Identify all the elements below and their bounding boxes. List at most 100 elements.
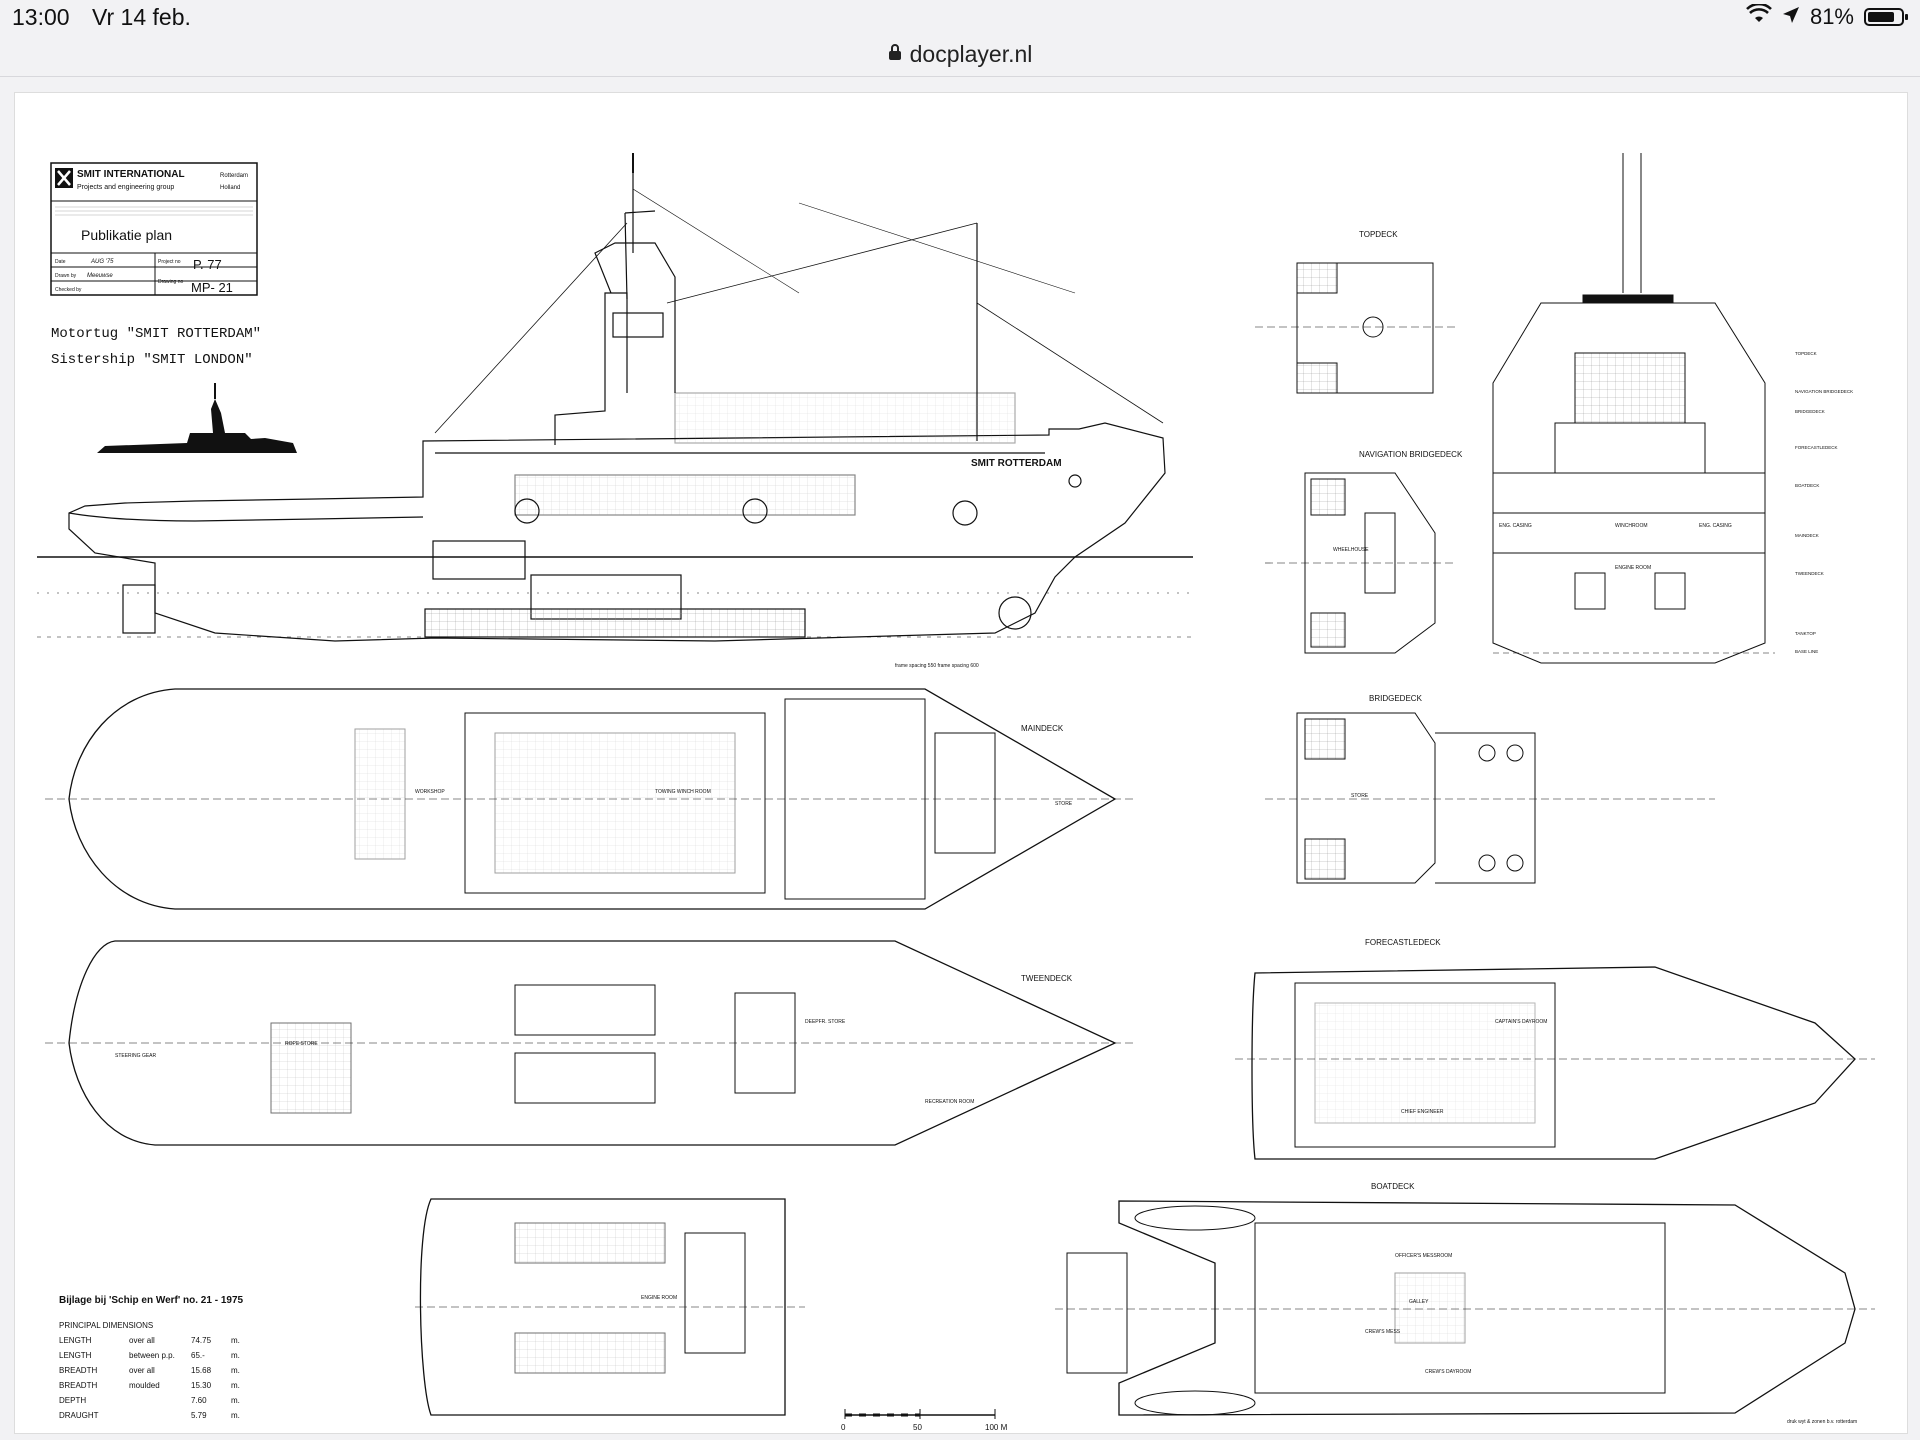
maindeck-store-label: STORE [1055,801,1073,807]
label-bridgedeck: BRIDGEDECK [1369,694,1423,703]
officers-messroom-label: OFFICER'S MESSROOM [1395,1253,1452,1259]
svg-text:NAVIGATION BRIDGEDECK: NAVIGATION BRIDGEDECK [1795,389,1853,394]
ship-title-line1: Motortug "SMIT ROTTERDAM" [51,326,261,342]
eng-casing-label-2: ENG. CASING [1699,523,1732,529]
svg-text:m.: m. [231,1411,240,1420]
tanktop-plan [415,1198,805,1416]
drawn-label: Drawn by [55,273,77,279]
svg-text:m.: m. [231,1336,240,1345]
company-name: SMIT INTERNATIONAL [77,169,185,180]
side-profile-view [37,153,1193,642]
front-elevation-view [1492,153,1775,664]
maindeck-plan [45,688,1135,910]
date-label: Date [55,259,66,265]
status-right: 81% [1746,2,1908,30]
scale-tick-50: 50 [913,1423,922,1432]
boatdeck-plan [1055,1200,1875,1416]
chief-engineer-label: CHIEF ENGINEER [1401,1109,1444,1115]
drawing-label: Drawing no [158,279,184,285]
project-value: P. 77 [193,257,222,272]
smit-logo-icon [55,168,73,188]
svg-text:FORECASTLEDECK: FORECASTLEDECK [1795,445,1838,450]
svg-text:BREADTH: BREADTH [59,1366,97,1375]
svg-text:TWEENDECK: TWEENDECK [1795,571,1824,576]
svg-text:moulded: moulded [129,1381,160,1390]
winchroom-label: WINCHROOM [1615,523,1648,529]
svg-text:m.: m. [231,1396,240,1405]
svg-text:over all: over all [129,1336,155,1345]
rope-store-label: ROPE STORE [285,1041,318,1047]
drawing-value: MP- 21 [191,280,233,295]
svg-text:TOPDECK: TOPDECK [1795,351,1817,356]
scale-bar [844,1409,996,1419]
drawn-value: Meeuwse [87,273,113,279]
svg-text:m.: m. [231,1351,240,1360]
plan-title: Publikatie plan [81,227,172,243]
captains-dayroom-label: CAPTAIN'S DAYROOM [1495,1019,1547,1025]
status-bar: 13:00 Vr 14 feb. 81% [0,0,1920,36]
lock-icon [888,43,902,66]
dimensions-table: LENGTH over all 74.75 m. LENGTH between … [59,1336,240,1420]
towing-winch-room-label: TOWING WINCH ROOM [655,789,711,795]
scale-tick-0: 0 [841,1423,846,1432]
status-date: Vr 14 feb. [92,4,191,30]
svg-text:BRIDGEDECK: BRIDGEDECK [1795,409,1825,414]
frame-spacing-label: frame spacing 550 frame spacing 600 [895,663,979,669]
svg-text:over all: over all [129,1366,155,1375]
title-block: SMIT INTERNATIONAL Projects and engineer… [50,162,258,296]
svg-text:74.75: 74.75 [191,1336,212,1345]
svg-text:65.-: 65.- [191,1351,205,1360]
date-value: AUG '75 [90,259,114,265]
label-forecastledeck: FORECASTLEDECK [1365,938,1441,947]
document-page[interactable]: SMIT INTERNATIONAL Projects and engineer… [14,92,1908,1434]
eng-casing-label-1: ENG. CASING [1499,523,1532,529]
svg-text:between p.p.: between p.p. [129,1351,175,1360]
section-level-labels: TOPDECK NAVIGATION BRIDGEDECK BRIDGEDECK… [1795,351,1853,654]
label-tweendeck: TWEENDECK [1021,974,1073,983]
url-text[interactable]: docplayer.nl [909,40,1033,67]
status-time: 13:00 [12,4,70,30]
location-2: Holland [220,185,240,191]
dimensions-heading: Bijlage bij 'Schip en Werf' no. 21 - 197… [59,1295,244,1306]
wifi-icon [1746,2,1772,30]
ship-title-line2: Sistership "SMIT LONDON" [51,352,253,368]
company-sub: Projects and engineering group [77,184,174,191]
svg-text:BOATDECK: BOATDECK [1795,483,1819,488]
svg-text:TANKTOP: TANKTOP [1795,631,1816,636]
galley-label: GALLEY [1409,1299,1429,1305]
svg-text:m.: m. [231,1366,240,1375]
steering-gear-label: STEERING GEAR [115,1053,157,1059]
svg-text:BASE LINE: BASE LINE [1795,649,1818,654]
svg-text:15.68: 15.68 [191,1366,212,1375]
dimensions-subheading: PRINCIPAL DIMENSIONS [59,1321,153,1330]
hull-name-label: SMIT ROTTERDAM [971,458,1062,469]
bridgedeck-plan [1265,712,1715,884]
svg-text:LENGTH: LENGTH [59,1336,92,1345]
address-bar[interactable]: docplayer.nl [0,34,1920,74]
location-arrow-icon [1782,4,1800,30]
svg-text:m.: m. [231,1381,240,1390]
label-boatdeck: BOATDECK [1371,1182,1415,1191]
svg-text:15.30: 15.30 [191,1381,212,1390]
toolbar-divider [0,76,1920,77]
engine-room-front-label: ENGINE ROOM [1615,565,1651,571]
svg-text:DEPTH: DEPTH [59,1396,86,1405]
checked-label: Checked by [55,287,82,293]
label-navigation-bridgedeck: NAVIGATION BRIDGEDECK [1359,450,1463,459]
scale-tick-100: 100 M [985,1423,1008,1432]
crews-mess-label: CREW'S MESS [1365,1329,1401,1335]
recreation-room-label: RECREATION ROOM [925,1099,974,1105]
crews-dayroom-label: CREW'S DAYROOM [1425,1369,1471,1375]
workshop-label: WORKSHOP [415,789,445,795]
svg-text:BREADTH: BREADTH [59,1381,97,1390]
svg-text:LENGTH: LENGTH [59,1351,92,1360]
battery-icon [1864,8,1908,26]
deep-store-label: DEEPFR. STORE [805,1019,846,1025]
battery-percent: 81% [1809,4,1854,29]
svg-text:DRAUGHT: DRAUGHT [59,1411,99,1420]
svg-text:5.79: 5.79 [191,1411,207,1420]
bridgedeck-store-label: STORE [1351,793,1369,799]
navigation-bridgedeck-plan [1265,472,1455,654]
label-maindeck: MAINDECK [1021,724,1064,733]
forecastledeck-plan [1235,966,1875,1160]
